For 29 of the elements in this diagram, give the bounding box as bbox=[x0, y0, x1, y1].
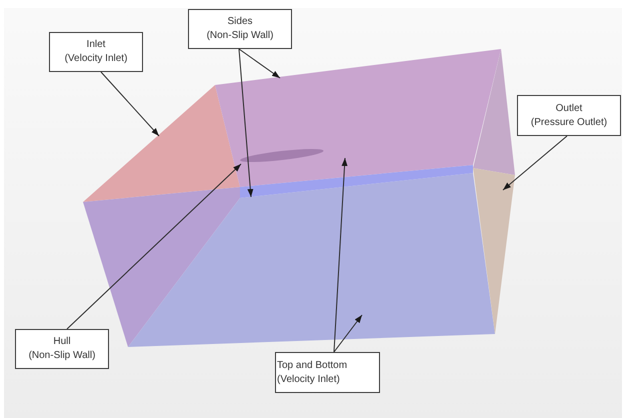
callout-box bbox=[517, 95, 621, 136]
side-face bbox=[83, 187, 240, 347]
callout-title: Top and Bottom bbox=[277, 358, 348, 372]
callout-box bbox=[275, 352, 380, 393]
callout-title: Inlet bbox=[86, 38, 106, 52]
leader-arrow bbox=[238, 48, 280, 78]
callout-subtitle: (Non-Slip Wall) bbox=[206, 29, 274, 43]
leader-arrow bbox=[100, 72, 160, 136]
leader-arrow bbox=[334, 158, 348, 352]
callout-box bbox=[188, 9, 292, 49]
top-face bbox=[215, 49, 501, 187]
outlet-face bbox=[473, 49, 515, 334]
callout-subtitle: (Velocity Inlet) bbox=[64, 52, 128, 66]
callout-title: Sides bbox=[227, 15, 252, 29]
callout-box bbox=[15, 329, 109, 369]
edge-band bbox=[240, 165, 473, 198]
callout-title: Hull bbox=[53, 335, 71, 349]
callout-title: Outlet bbox=[556, 102, 582, 116]
callout-subtitle: (Velocity Inlet) bbox=[277, 372, 340, 386]
leader-arrow bbox=[66, 164, 242, 330]
bottom-face bbox=[128, 173, 495, 347]
leader-arrow bbox=[238, 48, 254, 198]
leader-arrow bbox=[502, 136, 568, 190]
callout-subtitle: (Non-Slip Wall) bbox=[28, 349, 96, 363]
callout-subtitle: (Pressure Outlet) bbox=[530, 116, 608, 130]
leader-arrow bbox=[334, 314, 362, 352]
callout-box bbox=[49, 32, 143, 72]
inlet-face bbox=[83, 85, 240, 202]
hull-shape bbox=[240, 149, 324, 163]
